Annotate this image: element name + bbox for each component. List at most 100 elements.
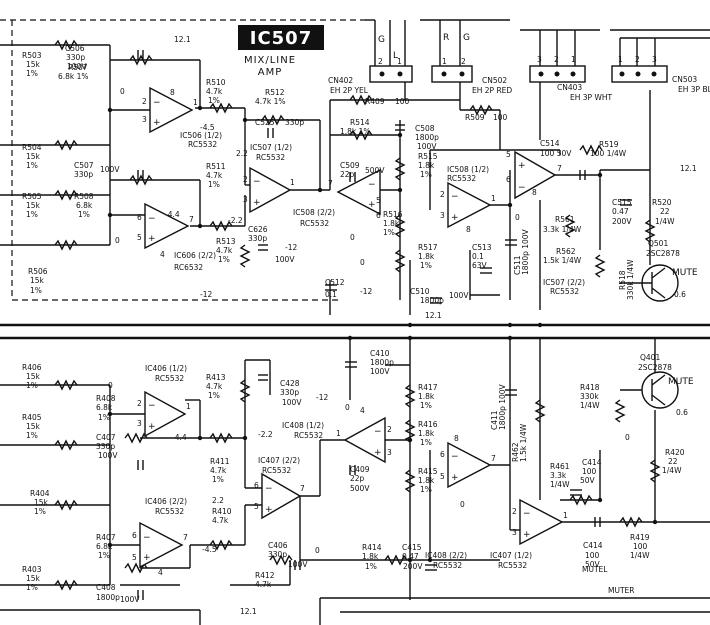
svg-text:-4.5: -4.5 bbox=[202, 545, 217, 554]
svg-text:1%: 1% bbox=[365, 562, 377, 571]
svg-text:12.1: 12.1 bbox=[174, 35, 191, 44]
cn403-num-3: 3 bbox=[537, 55, 542, 64]
svg-text:1%: 1% bbox=[212, 475, 224, 484]
svg-text:−: − bbox=[451, 192, 459, 202]
svg-text:8: 8 bbox=[170, 88, 175, 97]
svg-text:330p: 330p bbox=[280, 388, 299, 397]
transistor-q401: Q401 2SC2878 MUTE bbox=[638, 353, 694, 409]
svg-text:+: + bbox=[523, 530, 531, 540]
ic407-1-part: RC5532 bbox=[498, 561, 527, 570]
svg-text:5: 5 bbox=[440, 472, 445, 481]
ic408-2-part: RC5532 bbox=[433, 561, 462, 570]
opamp-ic407-1: −+ 2 3 1 IC407 (1/2) RC5532 bbox=[490, 498, 568, 570]
connector-cn403: 3 2 1 CN403 EH 3P WHT bbox=[520, 29, 612, 102]
svg-text:50V: 50V bbox=[585, 560, 601, 569]
cn503-num-1: 1 bbox=[618, 55, 623, 64]
svg-text:R408: R408 bbox=[96, 394, 116, 403]
svg-text:R516: R516 bbox=[383, 210, 403, 219]
cn403-ref: CN403 bbox=[557, 83, 582, 92]
svg-text:R517: R517 bbox=[418, 243, 438, 252]
svg-text:22: 22 bbox=[668, 457, 678, 466]
svg-text:0: 0 bbox=[360, 258, 365, 267]
svg-text:6: 6 bbox=[440, 450, 445, 459]
svg-text:+: + bbox=[148, 234, 156, 244]
svg-text:100V: 100V bbox=[417, 142, 437, 151]
ic506-1-ref: IC506 (1/2) bbox=[180, 131, 222, 140]
svg-text:7: 7 bbox=[189, 215, 194, 224]
ic406-2-ref: IC406 (2/2) bbox=[145, 497, 187, 506]
svg-text:R417: R417 bbox=[418, 383, 438, 392]
bottom-resistors bbox=[54, 379, 661, 591]
svg-text:4.7k: 4.7k bbox=[206, 87, 223, 96]
svg-text:C414: C414 bbox=[583, 541, 603, 550]
svg-text:15k: 15k bbox=[26, 201, 41, 210]
svg-text:500V: 500V bbox=[350, 484, 370, 493]
svg-text:330k 1/4W: 330k 1/4W bbox=[626, 259, 635, 300]
svg-text:-12: -12 bbox=[360, 287, 372, 296]
svg-text:+: + bbox=[253, 198, 261, 208]
svg-text:2.2: 2.2 bbox=[236, 149, 248, 158]
opamp-ic407-2: −+ 6 5 7 IC407 (2/2) RC5532 bbox=[254, 456, 305, 520]
svg-text:12.1: 12.1 bbox=[425, 311, 442, 320]
svg-text:1%: 1% bbox=[208, 96, 220, 105]
svg-text:C509: C509 bbox=[340, 161, 360, 170]
svg-text:22p: 22p bbox=[340, 170, 355, 179]
opamp-ic508-2: −+ 7 5 6 IC508 (2/2) RC5532 bbox=[293, 168, 381, 228]
svg-text:3.3k: 3.3k bbox=[550, 471, 567, 480]
svg-text:R420: R420 bbox=[665, 448, 685, 457]
opamp-ic507-2: +− 5 6 7 8 IC507 (2/2) RC5532 bbox=[506, 150, 585, 296]
svg-text:330k: 330k bbox=[580, 392, 599, 401]
svg-text:0.6: 0.6 bbox=[674, 290, 686, 299]
svg-text:1%: 1% bbox=[98, 551, 110, 560]
cn402-pin-g: G bbox=[378, 35, 385, 45]
svg-text:1%: 1% bbox=[26, 69, 38, 78]
svg-text:1/4W: 1/4W bbox=[630, 551, 650, 560]
svg-text:R414: R414 bbox=[362, 543, 382, 552]
svg-text:1/4W: 1/4W bbox=[550, 480, 570, 489]
ic-title-block: IC507 MIX/LINE AMP bbox=[238, 25, 324, 78]
svg-text:1800p: 1800p bbox=[420, 296, 444, 305]
ic407-2-part: RC5532 bbox=[262, 466, 291, 475]
svg-text:1.8k: 1.8k bbox=[418, 392, 435, 401]
svg-text:4.7k: 4.7k bbox=[210, 466, 227, 475]
svg-text:-2.2: -2.2 bbox=[228, 216, 243, 225]
opamp-ic507-1: −+ 2 3 1 IC507 (1/2) RC5532 bbox=[243, 143, 295, 214]
ic-title-box bbox=[238, 25, 324, 50]
connector-cn502: R G 1 2 CN502 EH 2P RED bbox=[420, 19, 512, 95]
svg-text:2: 2 bbox=[512, 507, 517, 516]
cn502-ref: CN502 bbox=[482, 76, 507, 85]
bottom-voltages: 0 -4.4 -2.2 2.2 -4.5 -12 0 0 0 0 0.6 12.… bbox=[108, 381, 688, 616]
svg-text:3: 3 bbox=[243, 195, 248, 204]
svg-text:-4.4: -4.4 bbox=[172, 433, 187, 442]
svg-text:330p: 330p bbox=[96, 442, 115, 451]
cn402-desc: EH 2P YEL bbox=[330, 86, 369, 95]
svg-text:+: + bbox=[368, 200, 376, 210]
svg-text:6.8k: 6.8k bbox=[96, 403, 113, 412]
svg-text:1%: 1% bbox=[26, 583, 38, 592]
svg-text:C406: C406 bbox=[268, 541, 288, 550]
svg-text:330p: 330p bbox=[74, 170, 93, 179]
svg-text:1%: 1% bbox=[420, 170, 432, 179]
svg-text:R515: R515 bbox=[418, 152, 438, 161]
cn402-num-1: 1 bbox=[397, 57, 402, 66]
top-resistors bbox=[54, 39, 656, 278]
opamp-ic506-2: −+ 6 5 4 7 IC606 (2/2) RC6532 bbox=[137, 202, 216, 272]
svg-text:4: 4 bbox=[360, 406, 365, 415]
svg-text:5: 5 bbox=[132, 553, 137, 562]
svg-text:2: 2 bbox=[142, 97, 147, 106]
svg-text:500V: 500V bbox=[365, 166, 385, 175]
svg-text:−: − bbox=[153, 98, 161, 108]
power-buses bbox=[0, 19, 710, 625]
ic-title: IC507 bbox=[250, 28, 312, 49]
opamp-ic406-1: −+ 2 3 1 IC406 (1/2) RC5532 bbox=[137, 364, 191, 438]
svg-text:C512: C512 bbox=[325, 278, 345, 287]
ic406-2-part: RC5532 bbox=[155, 507, 184, 516]
svg-text:200V: 200V bbox=[403, 562, 423, 571]
svg-text:−: − bbox=[148, 214, 156, 224]
svg-text:1: 1 bbox=[336, 429, 341, 438]
svg-text:4.7k 1%: 4.7k 1% bbox=[255, 97, 286, 106]
svg-text:C508: C508 bbox=[415, 124, 435, 133]
svg-text:R419: R419 bbox=[630, 533, 650, 542]
svg-text:100V: 100V bbox=[275, 255, 295, 264]
svg-text:100V: 100V bbox=[120, 595, 140, 604]
